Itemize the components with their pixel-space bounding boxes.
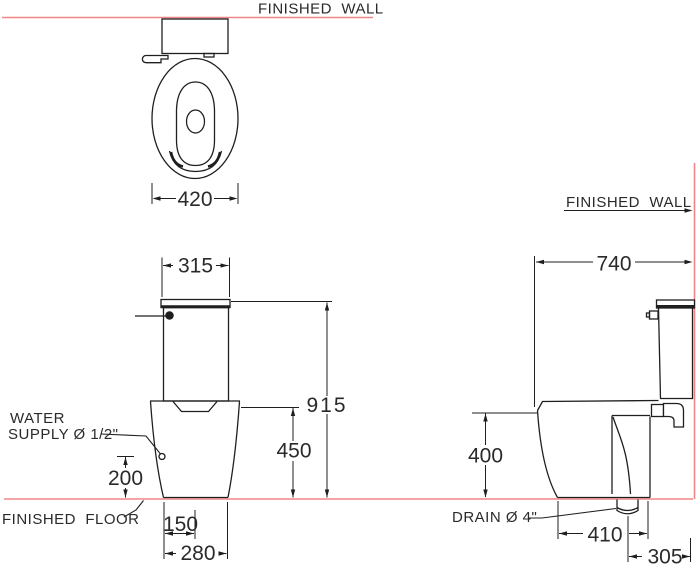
water-supply-label-line1: WATER — [10, 410, 65, 427]
flush-button-nub — [645, 312, 651, 318]
finished-wall-top-label: FINISHED WALL — [258, 1, 384, 18]
dim-bowl-width-text: 420 — [177, 188, 212, 211]
dim-rim-height-front — [241, 407, 299, 498]
reference-lines — [2, 16, 696, 500]
dim-supply-height — [117, 456, 134, 498]
rim-jet-right — [207, 151, 222, 168]
dim-base-width-text: 280 — [180, 542, 215, 565]
dim-drain-to-wall — [627, 516, 691, 562]
water-supply-leader — [100, 433, 161, 455]
seat-side — [536, 399, 659, 411]
tank-front — [162, 306, 230, 402]
dim-overall-height — [231, 301, 332, 498]
bowl-notch-front — [172, 401, 218, 413]
supply-elbow-pipe — [662, 402, 685, 428]
flush-button-side — [648, 310, 659, 320]
bowl-rim-outline — [151, 57, 239, 180]
bowl-side-left — [149, 401, 165, 498]
finished-floor-label: FINISHED FLOOR — [2, 511, 140, 528]
dim-rim-height-side — [472, 412, 537, 498]
top-view — [141, 18, 239, 180]
dimensions — [117, 183, 693, 562]
drain-leader — [528, 507, 617, 519]
water-supply-label-line2: SUPPLY Ø 1/2" — [8, 426, 119, 443]
bowl-side-right — [227, 401, 241, 498]
front-view — [100, 298, 241, 518]
dim-outlet-offset — [163, 502, 196, 559]
tank-tab — [203, 52, 215, 58]
dim-tank-width-text: 315 — [178, 255, 213, 278]
dim-rim-height-front-text: 450 — [276, 440, 311, 463]
bowl-opening — [175, 81, 216, 167]
dim-drain-to-wall-text: 305 — [647, 546, 682, 568]
drain-pipe-rim — [616, 506, 639, 512]
drain-label: DRAIN Ø 4" — [452, 509, 537, 526]
flush-lever-top — [141, 54, 169, 64]
dim-rim-height-side-text: 400 — [468, 445, 503, 468]
dim-overall-depth — [534, 256, 693, 407]
bowl-front-curve-side — [536, 410, 559, 498]
dim-overall-height-text: 915 — [306, 394, 347, 417]
drain-pipe — [616, 499, 639, 515]
flush-lever-front-knob — [165, 311, 174, 320]
dim-base-width — [165, 502, 228, 559]
tank-top-outline — [161, 18, 229, 55]
finished-wall-pointer — [564, 208, 693, 213]
dim-supply-height-text: 200 — [108, 467, 143, 490]
finished-floor-leader — [123, 500, 144, 518]
outlet-hole — [185, 109, 206, 134]
dim-bowl-width — [151, 183, 239, 204]
flush-valve-block — [650, 403, 665, 418]
rim-jet-left — [169, 151, 184, 168]
dim-outlet-offset-text: 150 — [163, 513, 198, 536]
water-supply-point — [158, 452, 166, 461]
dim-base-depth-text: 410 — [587, 524, 622, 547]
dim-base-depth — [557, 501, 649, 539]
dim-tank-width — [161, 257, 230, 297]
finished-wall-side-label: FINISHED WALL — [566, 194, 692, 211]
dim-overall-depth-text: 740 — [596, 253, 631, 276]
side-view — [528, 299, 696, 519]
trapway-curve — [612, 416, 632, 495]
tank-side — [657, 307, 694, 400]
